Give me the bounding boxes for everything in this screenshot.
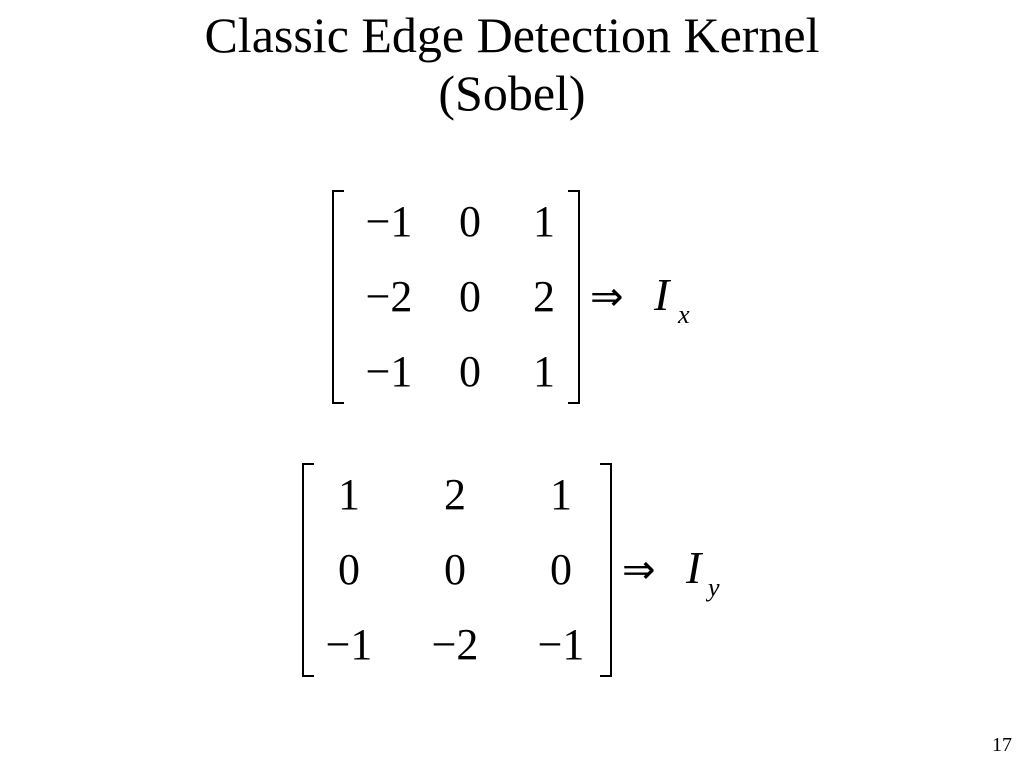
matrix-cell: −1 xyxy=(325,620,373,669)
implies-arrow-icon: ⇒ xyxy=(590,274,624,320)
matrix-cell: 0 xyxy=(338,545,360,594)
implies-arrow-icon: ⇒ xyxy=(622,547,656,593)
matrix-cell: −1 xyxy=(365,347,413,396)
matrix-right-bracket xyxy=(600,463,612,677)
matrix-cell: −1 xyxy=(365,197,413,246)
matrix-cell: 1 xyxy=(533,197,555,246)
matrix-left-bracket xyxy=(332,190,344,404)
matrix-cell: −2 xyxy=(431,620,479,669)
matrix-cell: −2 xyxy=(365,272,413,321)
slide-title: Classic Edge Detection Kernel (Sobel) xyxy=(0,6,1024,122)
output-variable: I xyxy=(654,269,670,320)
output-subscript: x xyxy=(678,300,690,329)
matrix-cell: 2 xyxy=(444,470,466,519)
matrix-left-bracket xyxy=(302,463,314,677)
slide-title-line-2: (Sobel) xyxy=(438,65,586,121)
matrix-cell: 0 xyxy=(550,545,572,594)
matrix-cell: −1 xyxy=(537,620,585,669)
sobel-y-equation: 1 2 1 0 0 0 −1 −2 −1 ⇒ I y xyxy=(302,463,742,677)
sobel-x-equation: −1 0 1 −2 0 2 −1 0 1 ⇒ I x xyxy=(332,190,712,404)
matrix-cell: 2 xyxy=(533,272,555,321)
output-subscript: y xyxy=(708,573,720,602)
matrix-cell: 0 xyxy=(459,197,481,246)
slide-title-line-1: Classic Edge Detection Kernel xyxy=(204,7,820,63)
page-number: 17 xyxy=(992,734,1012,756)
matrix-cell: 0 xyxy=(459,347,481,396)
matrix-cell: 1 xyxy=(533,347,555,396)
matrix-cell: 1 xyxy=(550,470,572,519)
matrix-right-bracket xyxy=(568,190,580,404)
matrix-cell: 0 xyxy=(444,545,466,594)
matrix-cell: 0 xyxy=(459,272,481,321)
matrix-cell: 1 xyxy=(338,470,360,519)
output-variable: I xyxy=(686,542,702,593)
